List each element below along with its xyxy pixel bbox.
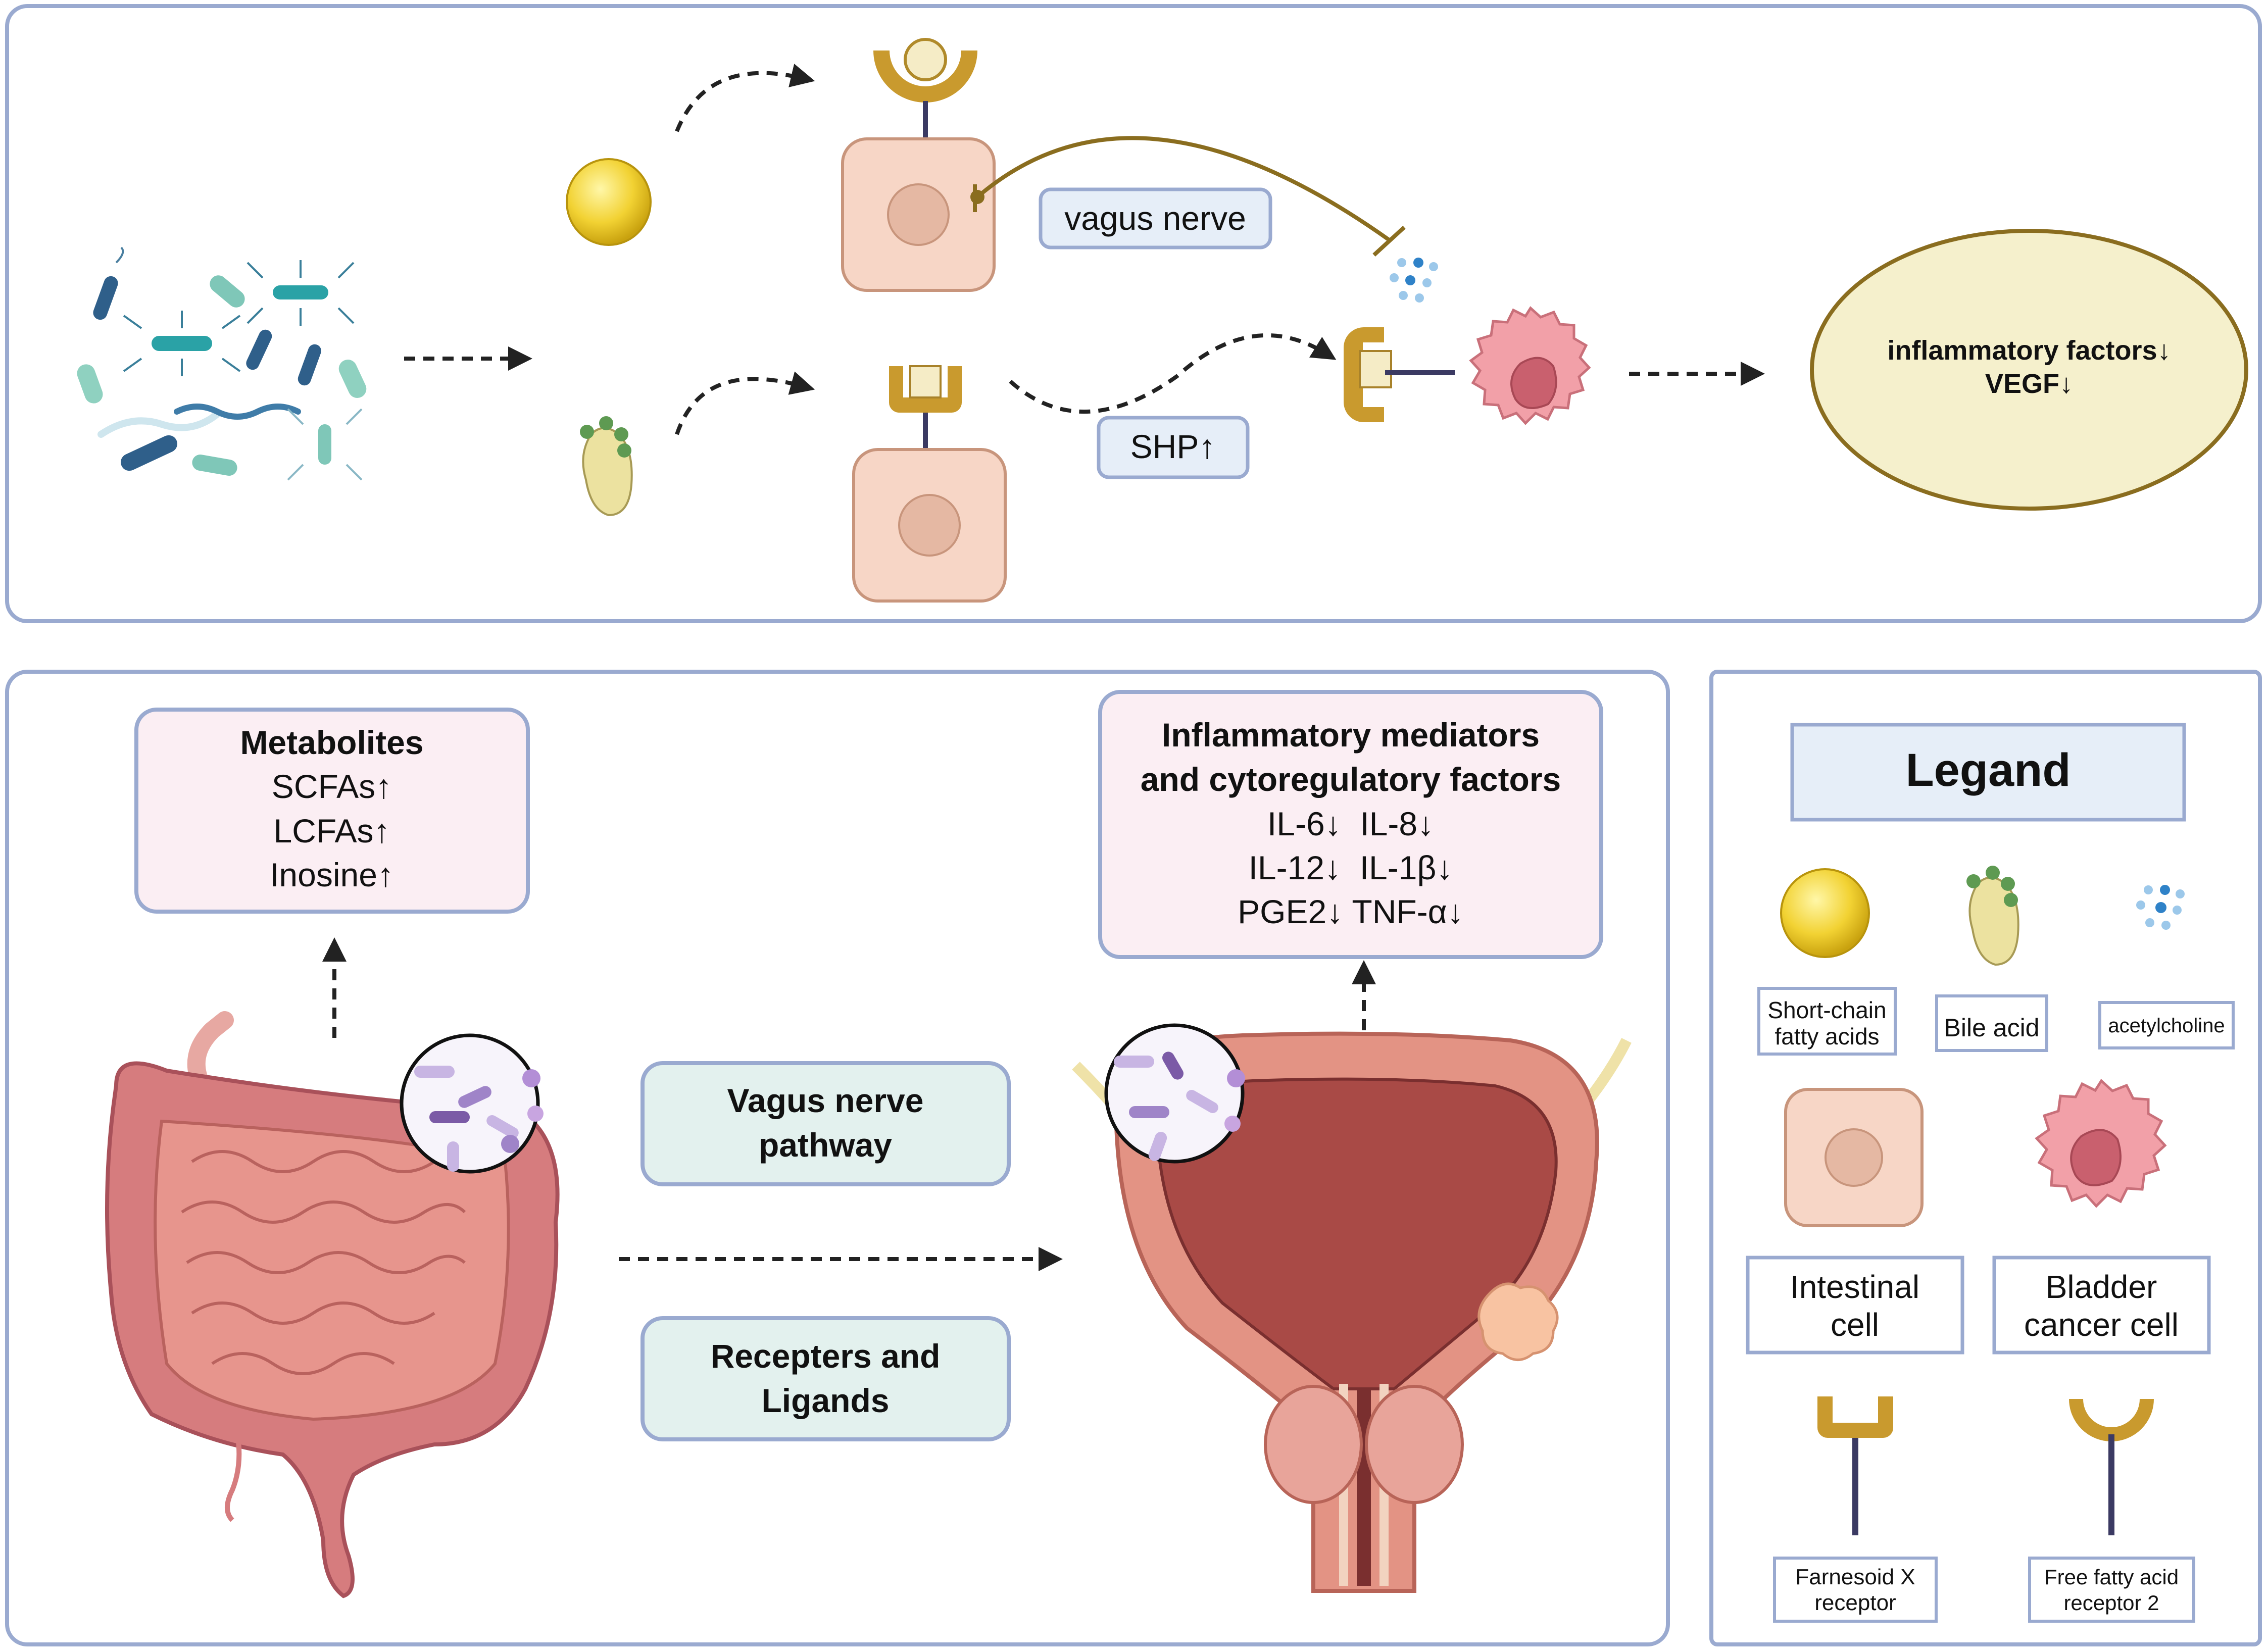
mediators-line-pge2-tnfa: PGE2↓ TNF-α↓ [1238, 893, 1464, 930]
legend-bile-acid-icon [1966, 866, 2019, 966]
intestinal-cell-top-nucleus [887, 183, 950, 246]
legend-bladder-cancer-cell-label-1: Bladder [2046, 1269, 2157, 1305]
mediators-box [1098, 690, 1603, 959]
legend-fxr-box [1773, 1557, 1938, 1623]
arrow-scfa-to-ffar2 [675, 64, 815, 132]
metabolite-lcfas: LCFAs↑ [273, 812, 390, 849]
legend-fxr-label-2: receptor [1814, 1590, 1896, 1615]
acetylcholine-dots-icon [1390, 258, 1438, 303]
metabolite-inosine: Inosine↑ [270, 856, 394, 893]
legend-acetylcholine-icon [2136, 885, 2185, 930]
legend-fxr-label-1: Farnesoid X [1795, 1565, 1915, 1589]
shp-label-box [1097, 416, 1250, 479]
mediators-title-2: and cytoregulatory factors [1141, 761, 1561, 798]
fxr-receptor-top-icon [889, 365, 962, 449]
bladder-microbiota-magnifier-icon [1104, 1023, 1245, 1164]
legend-ffar2-box [2028, 1557, 2195, 1623]
fxr-receptor-cancer-icon [1344, 327, 1455, 422]
legend-acetylcholine-box [2098, 1001, 2235, 1049]
legend-acetylcholine-label: acetylcholine [2108, 1015, 2225, 1037]
metabolites-box [134, 708, 530, 914]
legend-bile-acid-box [1935, 994, 2048, 1052]
receptors-ligands-label-2: Ligands [761, 1382, 889, 1419]
legend-scfa-label-1: Short-chain [1767, 997, 1886, 1023]
vagus-nerve-label: vagus nerve [1064, 199, 1246, 237]
legend-intestinal-cell-label-2: cell [1831, 1307, 1879, 1343]
legend-ffar2-label-2: receptor 2 [2063, 1591, 2159, 1615]
metabolite-scfas: SCFAs↑ [272, 768, 392, 805]
vagus-nerve-label-box [1039, 187, 1272, 249]
legend-scfa-icon [1780, 868, 1870, 958]
bladder-illustration-icon [1072, 1031, 1632, 1593]
legend-scfa-box [1757, 987, 1897, 1056]
metabolites-title: Metabolites [240, 724, 423, 761]
receptors-ligands-label-1: Recepters and [711, 1337, 941, 1375]
legend-title: Legand [1905, 744, 2071, 796]
legend-bladder-cancer-cell-icon [2035, 1079, 2167, 1208]
vagus-pathway-label-2: pathway [759, 1126, 892, 1164]
outcome-oval [1810, 229, 2248, 511]
mediators-title-1: Inflammatory mediators [1162, 716, 1540, 754]
outcome-inflammatory-factors: inflammatory factors↓ [1887, 335, 2171, 366]
vagus-pathway-box [640, 1061, 1011, 1186]
legend-intestinal-cell-box [1746, 1256, 1964, 1355]
intestinal-cell-bottom-nucleus [898, 494, 961, 557]
legend-bladder-cancer-cell-label-2: cancer cell [2024, 1307, 2179, 1343]
legend-ffar2-icon [2069, 1398, 2154, 1535]
top-panel [5, 4, 2262, 623]
bile-acid-molecule-icon [580, 416, 633, 517]
legend-bile-acid-label: Bile acid [1944, 1014, 2040, 1042]
gut-microbiota-magnifier-icon [400, 1033, 544, 1174]
arrow-fxr-to-cancer-cell [1009, 333, 1337, 414]
outcome-vegf: VEGF↓ [1985, 369, 2073, 399]
mediators-line-il12-il1b: IL-12↓ IL-1β↓ [1249, 849, 1453, 886]
ffar2-receptor-top-icon [873, 38, 977, 139]
legend-bladder-cancer-cell-box [1992, 1256, 2211, 1355]
gut-microbiota-icon [77, 246, 367, 481]
intestine-illustration-icon [105, 1011, 560, 1598]
legend-scfa-label-2: fatty acids [1775, 1023, 1879, 1049]
arrow-bile-to-fxr [675, 371, 815, 435]
legend-ffar2-label-1: Free fatty acid [2044, 1565, 2179, 1589]
legend-fxr-icon [1817, 1396, 1893, 1535]
shp-label: SHP↑ [1130, 428, 1216, 465]
legend-intestinal-cell-label-1: Intestinal [1790, 1269, 1919, 1305]
scfa-molecule-icon [566, 158, 652, 246]
vagus-nerve-fiber-icon [970, 136, 1406, 257]
bladder-cancer-cell-top [1469, 306, 1591, 425]
receptors-ligands-box [640, 1316, 1011, 1441]
legend-intestinal-cell-nucleus [1825, 1128, 1883, 1187]
vagus-pathway-label-1: Vagus nerve [727, 1082, 924, 1119]
legend-title-box [1790, 723, 2186, 822]
mediators-line-il6-il8: IL-6↓ IL-8↓ [1267, 805, 1434, 842]
